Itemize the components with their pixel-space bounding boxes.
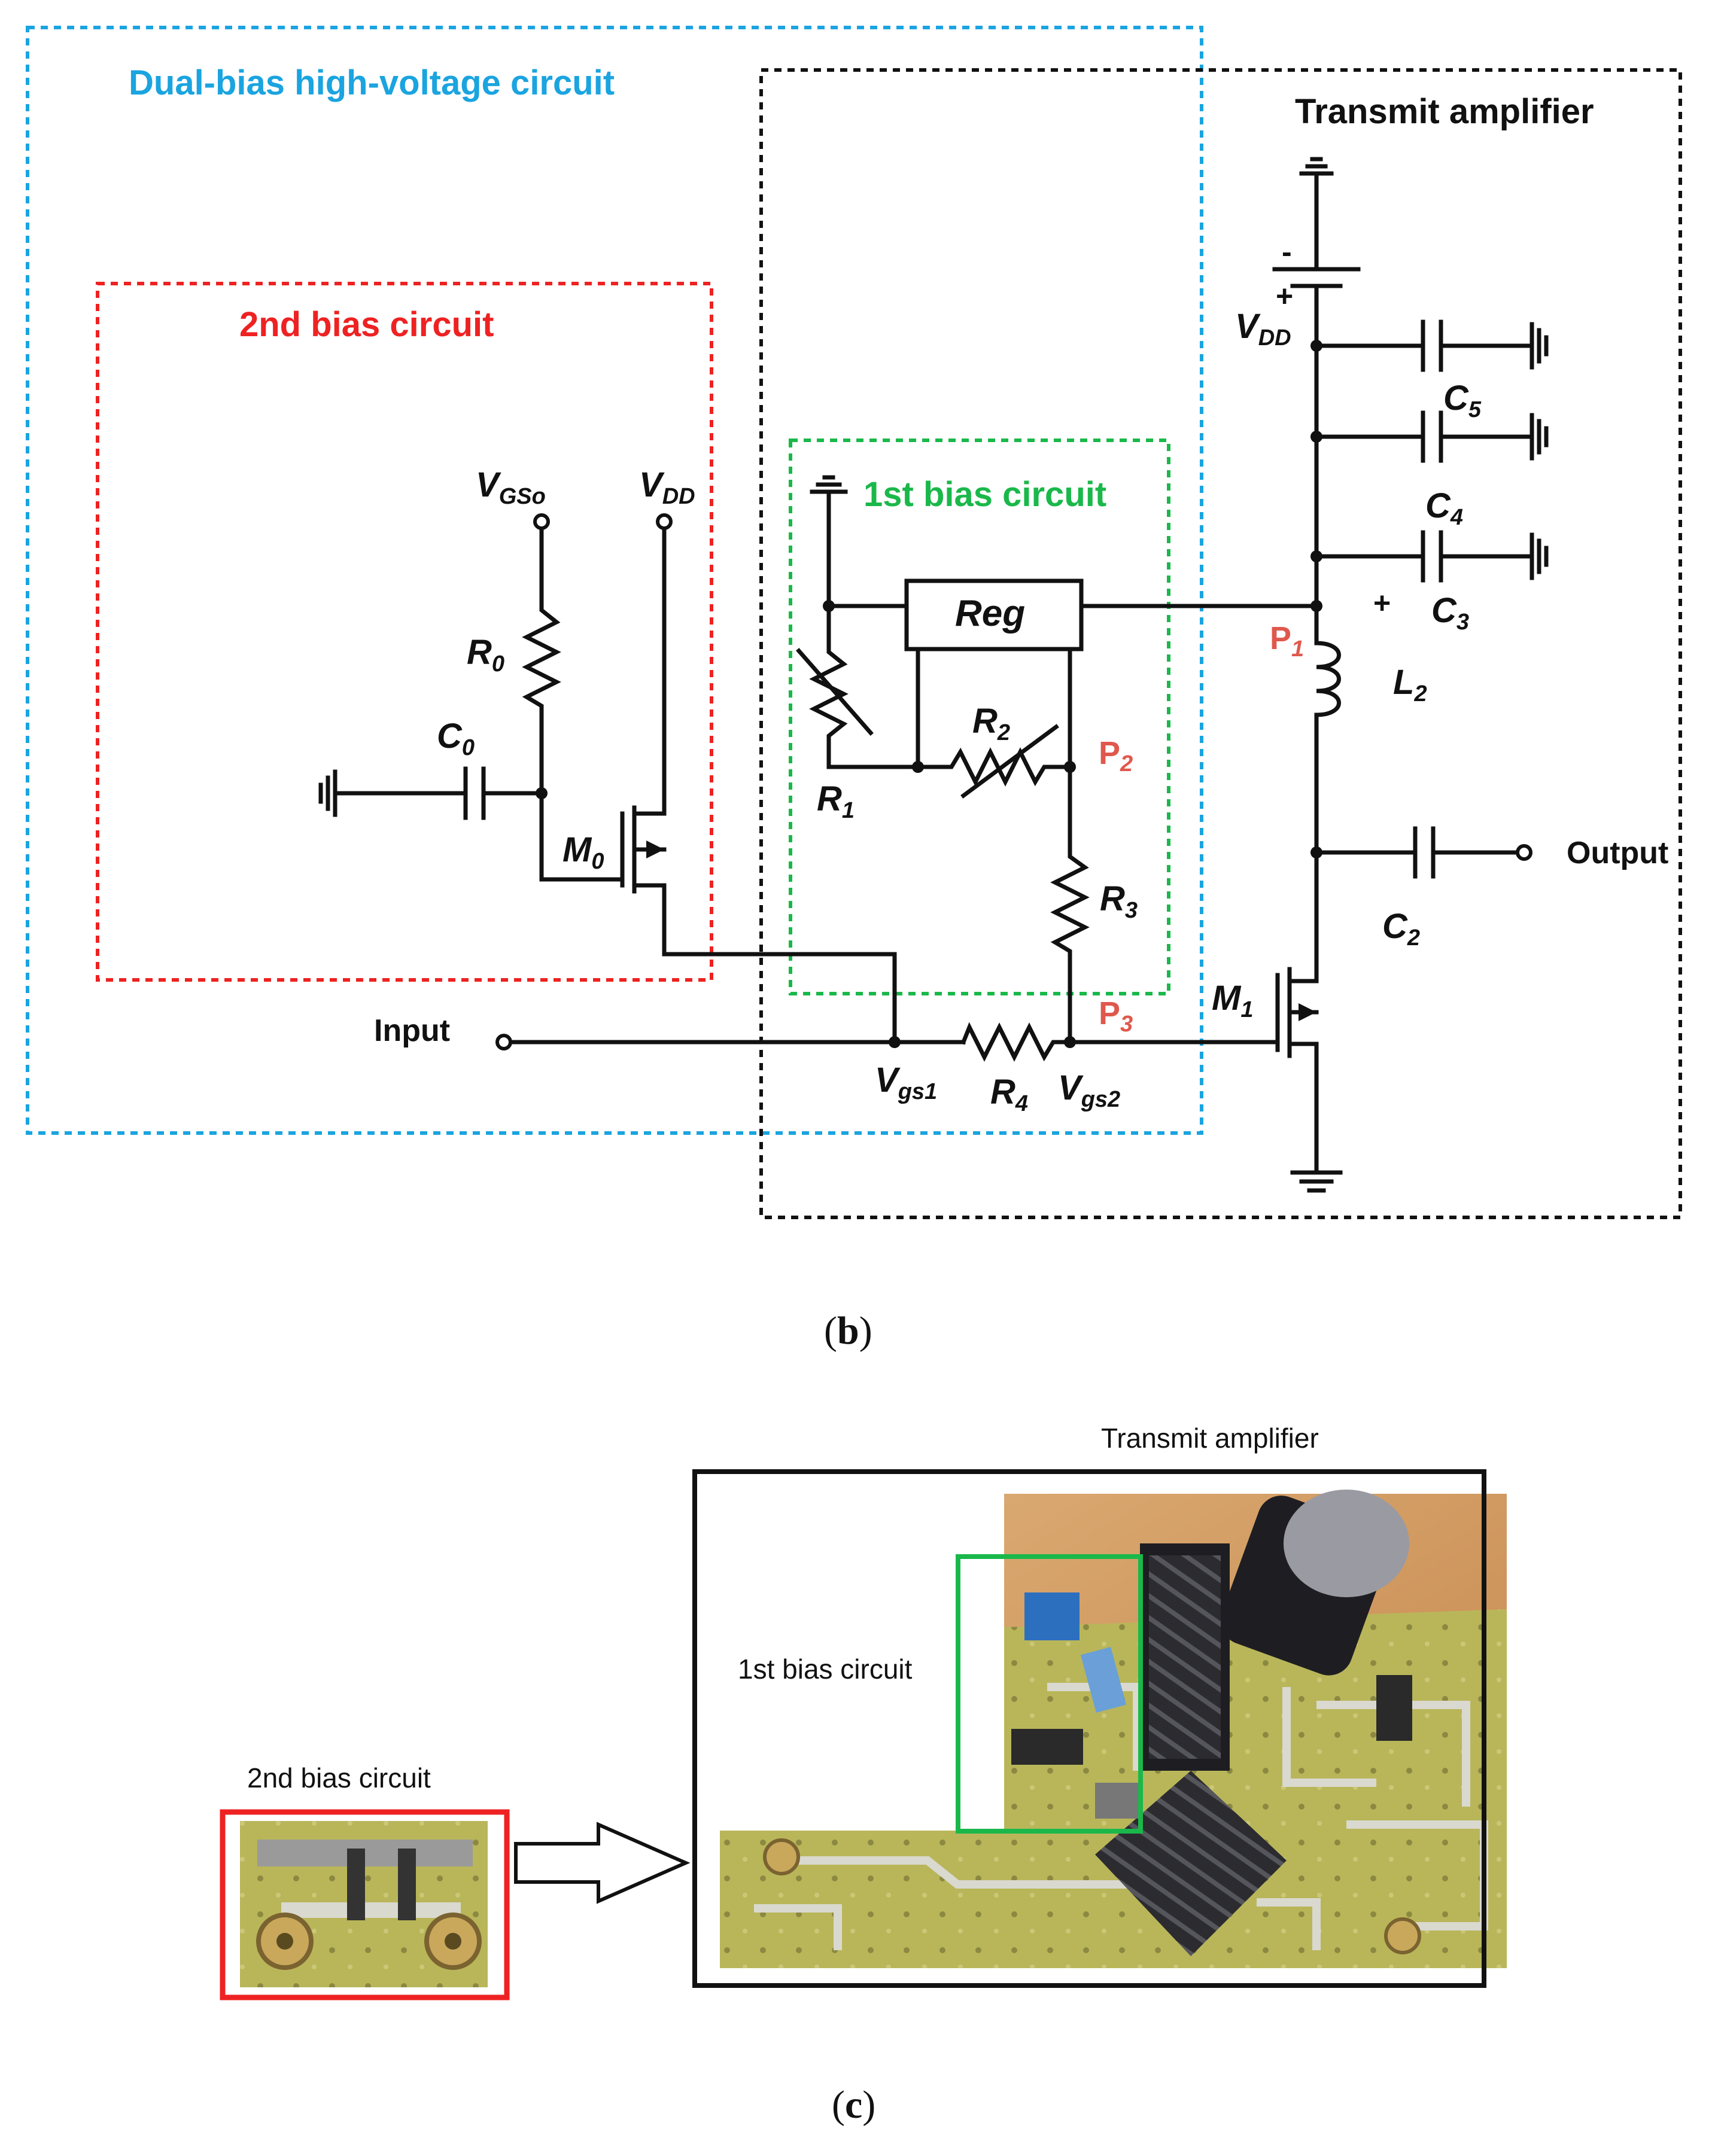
m0-label: M0: [562, 830, 604, 874]
vgs1-label: Vgs1: [875, 1061, 937, 1104]
photo-second-bias-label: 2nd bias circuit: [247, 1762, 431, 1793]
r1-label: R1: [817, 779, 855, 823]
vdd-label-left: VDD: [639, 465, 695, 509]
m0-transistor: [620, 526, 897, 1044]
transmit-amplifier-photo-box: [692, 1469, 1486, 1988]
r3-label: R3: [1100, 879, 1138, 923]
cap-top: [1314, 319, 1549, 372]
r2-resistor: [916, 747, 1072, 787]
c3-polarity-plus: +: [1373, 586, 1391, 620]
r4-resistor: [960, 1022, 1072, 1062]
input-terminal: [495, 1034, 512, 1050]
vgso-label: VGSo: [476, 465, 546, 509]
battery-plus: +: [1276, 279, 1293, 313]
r0-resistor: [522, 526, 625, 882]
battery: [1272, 267, 1361, 346]
transmit-amplifier-label: Transmit amplifier: [1295, 92, 1594, 131]
r1-variable-arrow: [796, 648, 874, 736]
c4-label: C4: [1425, 486, 1463, 530]
caption-b: (b): [824, 1309, 872, 1353]
first-bias-label: 1st bias circuit: [863, 475, 1106, 514]
dual-bias-label: Dual-bias high-voltage circuit: [129, 63, 615, 102]
vgs2-label: Vgs2: [1058, 1068, 1120, 1112]
cap-c5: [1314, 410, 1549, 463]
first-bias-photo-box: [956, 1554, 1143, 1834]
battery-minus: -: [1282, 235, 1292, 269]
ground-top-right: [1299, 157, 1334, 272]
r4-label: R4: [990, 1073, 1028, 1116]
ground-first-bias: [810, 475, 848, 608]
hollow-arrow: [514, 1822, 691, 1904]
dual-bias-region-box: [26, 26, 1203, 1135]
second-bias-photo: [240, 1821, 488, 1987]
vdd-terminal-left: [656, 513, 673, 530]
second-bias-label: 2nd bias circuit: [239, 305, 494, 344]
m1-transistor: [1275, 850, 1319, 1175]
photo-transmit-label: Transmit amplifier: [1101, 1423, 1319, 1454]
regulator-box: [904, 578, 1084, 651]
caption-c: (c): [832, 2083, 875, 2127]
regulator-label: Reg: [955, 593, 1025, 634]
c2-label: C2: [1382, 907, 1420, 951]
m1-label: M1: [1212, 979, 1253, 1022]
r0-label: R0: [467, 633, 504, 677]
first-bias-region-box: [789, 438, 1170, 995]
output-label: Output: [1567, 836, 1668, 870]
ground-bottom-right: [1290, 1170, 1343, 1193]
r1-resistor: [809, 604, 920, 769]
r2-variable-arrow: [960, 724, 1059, 799]
l2-inductor: [1314, 604, 1341, 855]
c3-label: C3: [1431, 591, 1469, 635]
p2-label: P2: [1099, 735, 1133, 776]
p1-label: P1: [1270, 620, 1304, 662]
vgso-terminal: [533, 513, 550, 530]
input-label: Input: [374, 1013, 450, 1048]
c5-label: C5: [1443, 379, 1482, 422]
l2-label: L2: [1393, 663, 1427, 707]
r2-label: R2: [972, 702, 1010, 745]
second-bias-region-box: [96, 282, 713, 982]
r3-resistor: [1050, 765, 1090, 1044]
p3-label: P3: [1099, 995, 1133, 1037]
ground-c0: [318, 769, 337, 817]
transmit-amplifier-photo: [720, 1490, 1507, 1968]
second-bias-photo-box: [220, 1809, 510, 2000]
c0-label: C0: [437, 717, 475, 760]
vdd-label-right: VDD: [1235, 307, 1291, 351]
output-terminal: [1516, 844, 1532, 861]
transmit-amplifier-region-box: [759, 68, 1682, 1219]
cap-c3: [1314, 530, 1549, 583]
photo-first-bias-label: 1st bias circuit: [738, 1653, 913, 1685]
